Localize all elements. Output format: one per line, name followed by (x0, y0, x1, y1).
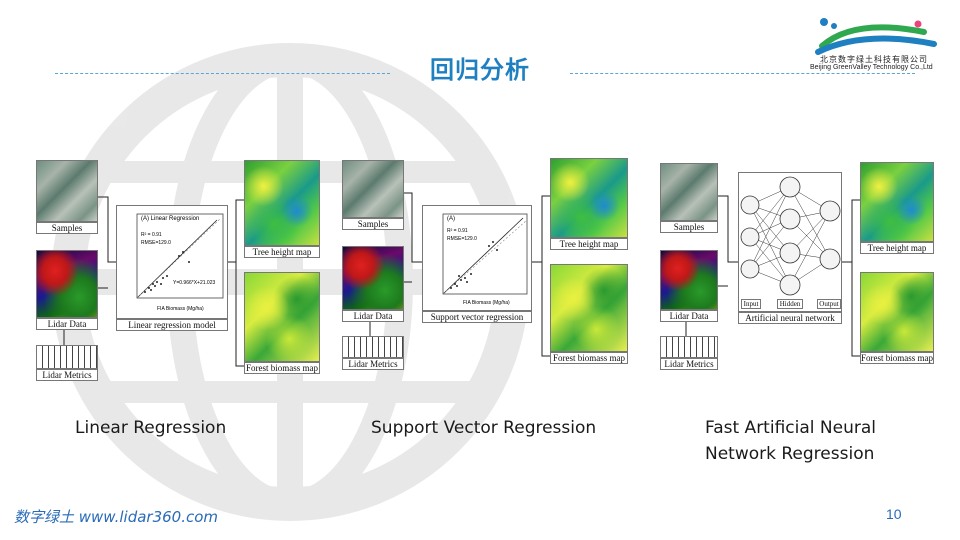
tree-height-map-image (244, 160, 320, 246)
samples-image (660, 163, 718, 221)
tree-height-caption: Tree height map (244, 246, 320, 258)
tree-height-map-image (860, 162, 934, 242)
lidar-data-caption: Lidar Data (660, 310, 718, 322)
biomass-map-image (244, 272, 320, 362)
chart-equation: Y=0.966*X+21.023 (173, 280, 216, 286)
samples-image (36, 160, 98, 222)
lidar-metrics-image (36, 345, 98, 369)
lidar-metrics-image (660, 336, 718, 358)
footer-website-link[interactable]: 数字绿土 www.lidar360.com (14, 508, 219, 526)
biomass-map-image (860, 272, 934, 352)
neural-network-diagram: Input Hidden Output (738, 172, 842, 312)
model-caption: Support vector regression (422, 311, 532, 323)
chart-rmse: RMSE=129.0 (141, 240, 171, 246)
samples-caption: Samples (660, 221, 718, 233)
lidar-metrics-caption: Lidar Metrics (660, 358, 718, 370)
method-label-ann-line2: Network Regression (705, 444, 875, 464)
tree-height-caption: Tree height map (550, 238, 628, 250)
model-caption: Linear regression model (116, 319, 228, 331)
chart-title: (A) Linear Regression (141, 216, 200, 222)
lidar-data-image (36, 250, 98, 318)
chart-r2: R² = 0.91 (447, 228, 468, 234)
lidar-data-caption: Lidar Data (36, 318, 98, 330)
chart-xlabel: FIA Biomass (Mg/ha) (463, 300, 510, 306)
lidar-metrics-caption: Lidar Metrics (342, 358, 404, 370)
nn-input-label: Input (741, 299, 761, 309)
svr-chart: (A) R² = 0.91 RMSE=129.0 FIA Biomass (Mg… (422, 205, 532, 311)
company-logo-icon (815, 18, 937, 55)
biomass-caption: Forest biomass map (550, 352, 628, 364)
lidar-metrics-image (342, 336, 404, 358)
biomass-caption: Forest biomass map (244, 362, 320, 374)
model-caption: Artificial neural network (738, 312, 842, 324)
chart-rmse: RMSE=129.0 (447, 236, 477, 242)
logo-company-en: Beijing GreenValley Technology Co.,Ltd (810, 64, 933, 71)
lidar-metrics-caption: Lidar Metrics (36, 369, 98, 381)
chart-r2: R² = 0.91 (141, 232, 162, 238)
method-label-svr: Support Vector Regression (371, 418, 597, 438)
tree-height-caption: Tree height map (860, 242, 934, 254)
method-label-ann-line1: Fast Artificial Neural (705, 418, 876, 438)
logo-company-cn: 北京数字绿土科技有限公司 (820, 55, 928, 64)
tree-height-map-image (550, 158, 628, 238)
method-label-linear: Linear Regression (75, 418, 227, 438)
lidar-data-caption: Lidar Data (342, 310, 404, 322)
lidar-data-image (342, 246, 404, 310)
title-divider-left (55, 73, 390, 74)
samples-image (342, 160, 404, 218)
lidar-data-image (660, 250, 718, 310)
nn-output-label: Output (817, 299, 841, 309)
page-title: 回归分析 (430, 56, 530, 84)
biomass-caption: Forest biomass map (860, 352, 934, 364)
samples-caption: Samples (36, 222, 98, 234)
linear-regression-chart: (A) Linear Regression R² = 0.91 RMSE=129… (116, 205, 228, 319)
page-number: 10 (886, 506, 902, 522)
chart-title: (A) (447, 216, 455, 222)
biomass-map-image (550, 264, 628, 352)
chart-xlabel: FIA Biomass (Mg/ha) (157, 306, 204, 312)
nn-hidden-label: Hidden (777, 299, 803, 309)
samples-caption: Samples (342, 218, 404, 230)
title-divider-right (570, 73, 915, 74)
